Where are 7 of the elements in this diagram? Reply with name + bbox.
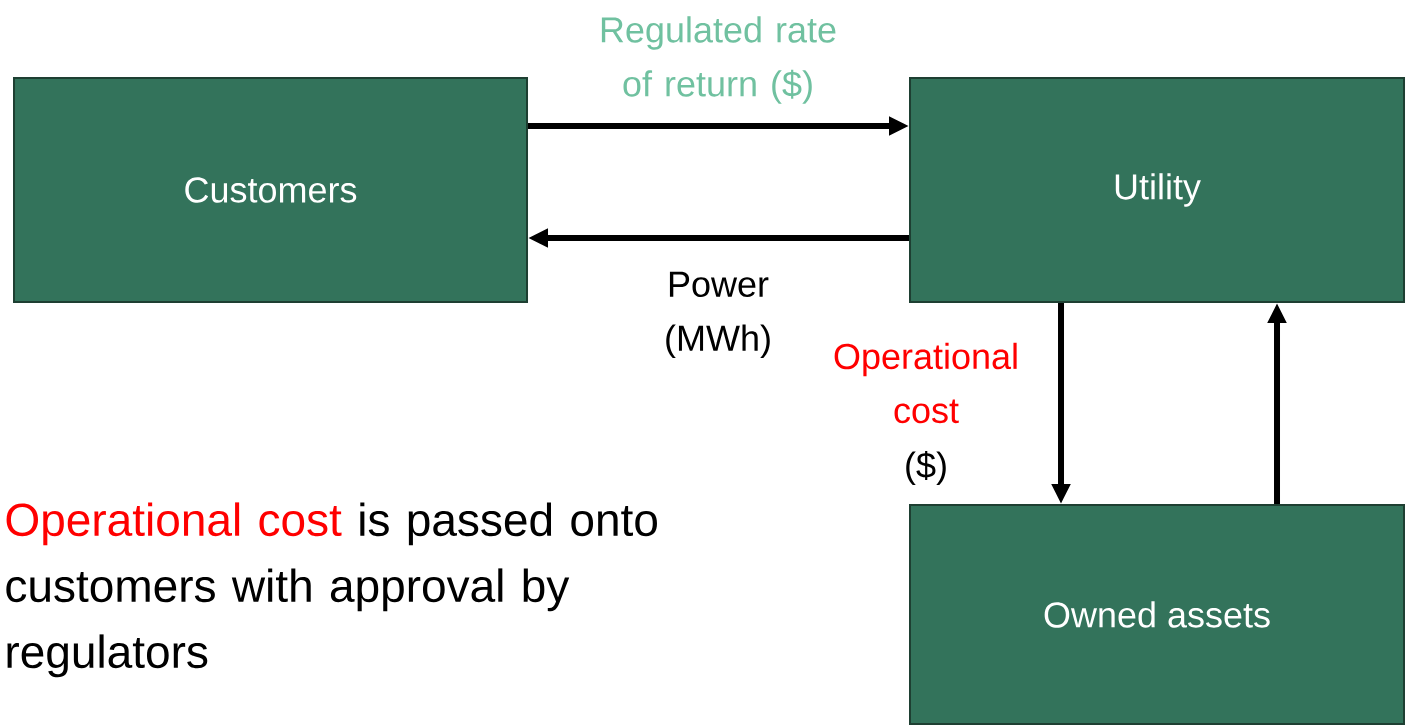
process-box: Owned assets — [909, 504, 1405, 725]
process-box: Customers — [13, 77, 528, 303]
edge-label: Power (MWh) — [666, 271, 770, 359]
edge-label: Regulated rate of return ($) — [601, 16, 836, 104]
note-text: Operational cost is passed onto customers with approval by regulators — [6, 502, 657, 678]
edge-label: Operational cost — [834, 342, 1017, 424]
process-box: Utility — [909, 77, 1405, 303]
